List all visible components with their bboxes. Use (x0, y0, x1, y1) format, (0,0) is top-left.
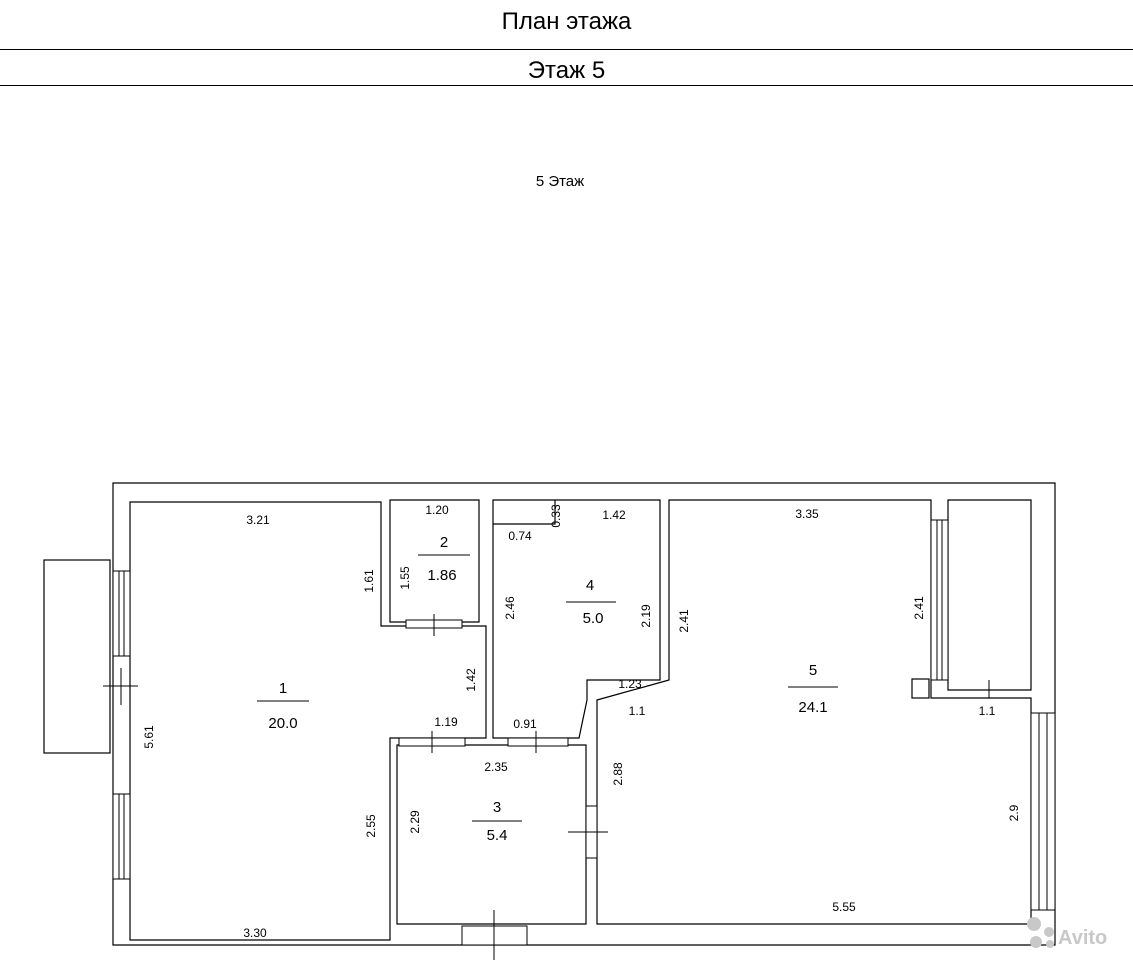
header-divider (0, 49, 1133, 50)
dim-r1-left: 5.61 (142, 725, 156, 749)
dim-r4-niche-h: 0.33 (549, 504, 563, 528)
room-4-area: 5.0 (583, 610, 604, 627)
dim-r5-closet-w: 1.1 (979, 704, 996, 718)
dim-r3-left: 2.29 (408, 810, 422, 834)
dim-r1-right-lower: 2.55 (364, 814, 378, 838)
room-1-area: 20.0 (268, 715, 297, 732)
dim-r1-top: 3.21 (246, 513, 270, 527)
dim-r5-closet-h: 2.41 (912, 596, 926, 620)
window-room-5-left (930, 519, 949, 681)
dim-r2-left: 1.55 (398, 566, 412, 590)
dimension-labels: 3.21 3.30 5.61 1.61 2.55 1.42 1.20 1.55 … (142, 503, 1021, 940)
column (911, 678, 930, 699)
window-room-1-lower (112, 793, 131, 880)
dim-r1-bottom: 3.30 (243, 926, 267, 940)
room-5-area: 24.1 (798, 699, 827, 716)
dim-r4-right: 2.19 (639, 604, 653, 628)
dim-r3-seg-b: 0.91 (513, 717, 537, 731)
room-2-area: 1.86 (427, 567, 456, 584)
windows (112, 519, 1056, 946)
plan-title: План этажа (501, 8, 632, 35)
dim-r4-bottom: 1.23 (618, 677, 642, 691)
room-5-number: 5 (809, 662, 817, 679)
dim-r1-notch: 1.42 (464, 668, 478, 692)
balcony (43, 559, 111, 754)
dim-r5-left-lower: 2.88 (611, 762, 625, 786)
dim-r5-step: 1.1 (629, 704, 646, 718)
dim-r5-top: 3.35 (795, 507, 819, 521)
avito-watermark: Avito (1027, 917, 1107, 949)
dim-r5-right: 2.9 (1007, 804, 1021, 821)
dim-r3-seg-a: 1.19 (434, 715, 458, 729)
dim-r4-top: 1.42 (602, 508, 626, 522)
room-1-number: 1 (279, 680, 287, 697)
door-room-3-b (507, 737, 569, 747)
room-4-number: 4 (586, 577, 594, 594)
dim-r5-left-upper: 2.41 (677, 609, 691, 633)
floor-divider (0, 85, 1133, 86)
dim-r4-niche-w: 0.74 (508, 529, 532, 543)
dim-r1-right-upper: 1.61 (362, 569, 376, 593)
window-room-5-right (1030, 712, 1056, 911)
dim-r2-top: 1.20 (425, 503, 449, 517)
floor-title: Этаж 5 (527, 57, 606, 84)
room-4-outline (492, 499, 661, 739)
avito-wordmark: Avito (1058, 927, 1107, 949)
avito-logo-icon (1027, 917, 1054, 948)
room-2-number: 2 (440, 534, 448, 551)
dim-r5-bottom: 5.55 (832, 900, 856, 914)
outer-wall (112, 482, 1056, 946)
room-2-outline (389, 499, 480, 623)
closet-outline (947, 499, 1032, 691)
room-3-area: 5.4 (487, 827, 508, 844)
room-labels: 1 20.0 2 1.86 3 5.4 4 5.0 5 24.1 (257, 534, 838, 844)
dim-r3-top: 2.35 (484, 760, 508, 774)
dim-r4-left: 2.46 (503, 596, 517, 620)
room-3-number: 3 (493, 799, 501, 816)
window-room-1-upper (112, 570, 131, 657)
doors (103, 614, 990, 960)
room-4-niche (493, 500, 556, 525)
walls (43, 482, 1056, 946)
room-1-outline (129, 501, 487, 941)
